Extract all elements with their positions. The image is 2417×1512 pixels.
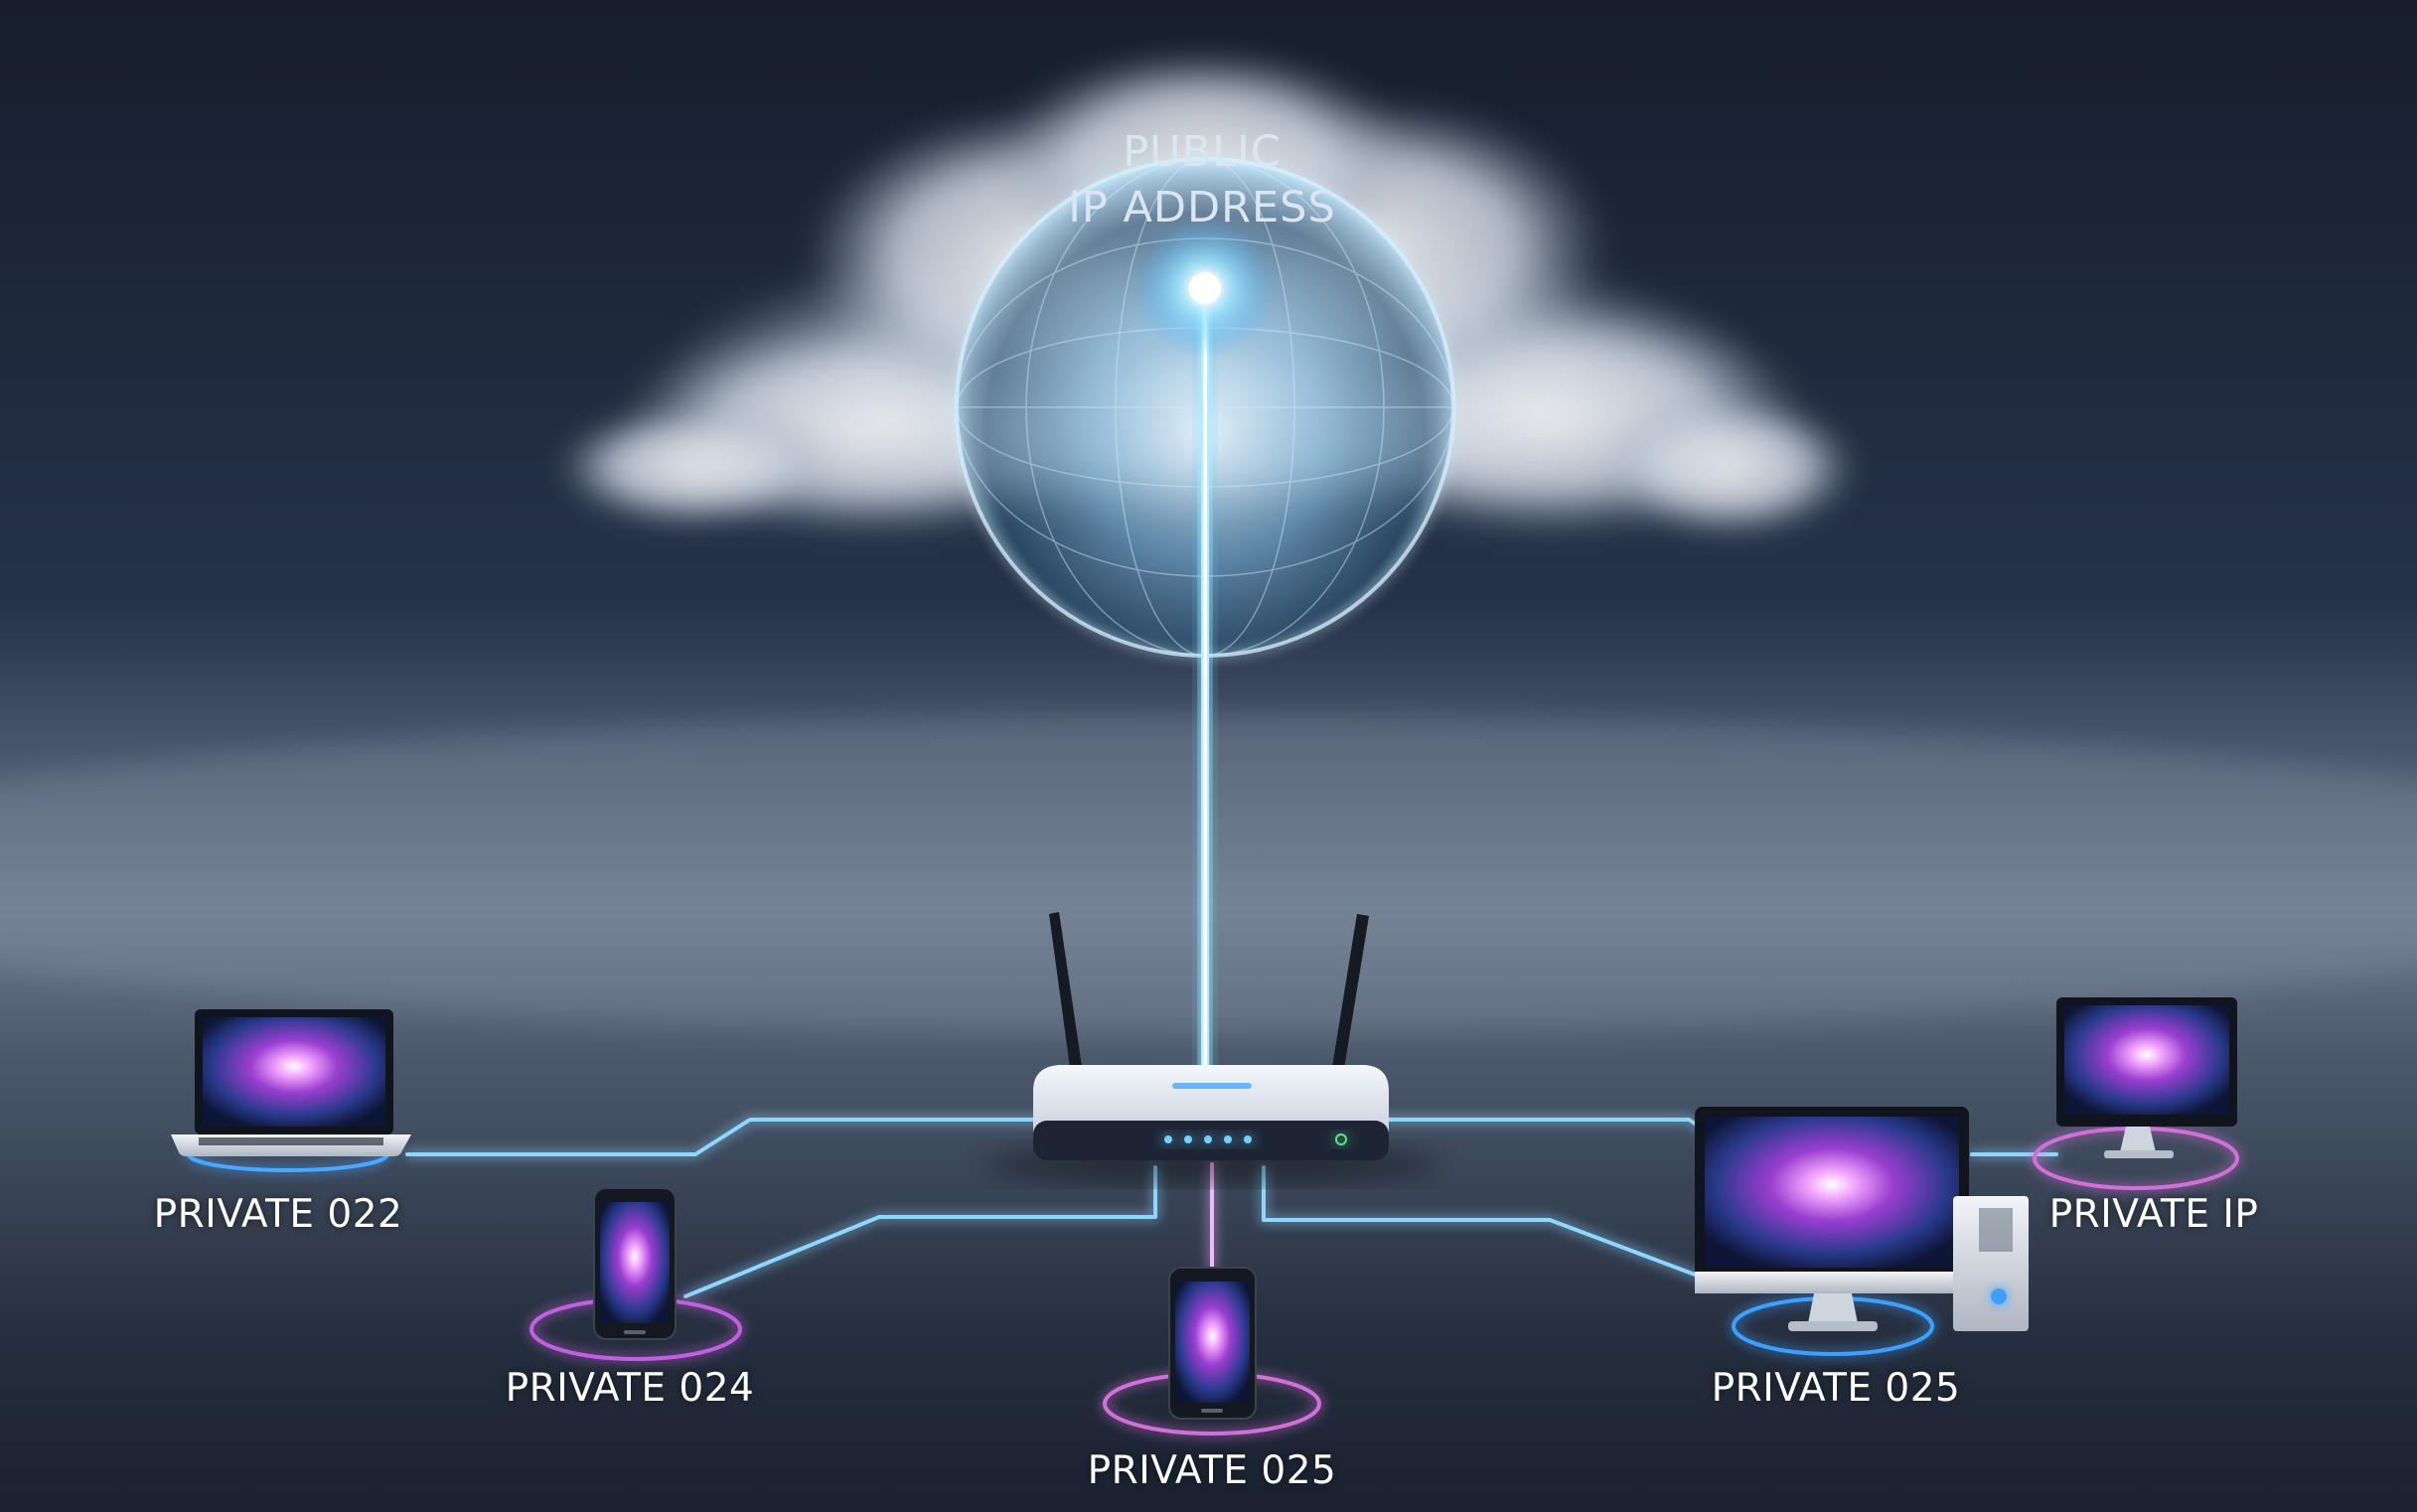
smartphone-icon: [1103, 1267, 1321, 1436]
router-icon: [983, 912, 1440, 1182]
computer-tower-icon: [1953, 1196, 2029, 1331]
router-led-indicators: [1164, 1134, 1347, 1145]
laptop-label: PRIVATE 022: [153, 1192, 403, 1237]
link-laptop: [405, 1118, 1045, 1156]
laptop-icon: [171, 1009, 411, 1172]
smartphone-icon: [529, 1187, 742, 1361]
phone-left-label: PRIVATE 024: [505, 1366, 755, 1411]
desktop-label: PRIVATE 025: [1711, 1366, 1961, 1411]
cloud-title-line1: PUBLIC: [1123, 127, 1282, 177]
cloud-title-line2: IP ADDRESS: [1068, 183, 1336, 232]
monitor-icon: [2033, 997, 2239, 1190]
desktop-computer-icon: [1695, 1107, 2029, 1356]
link-desktop: [1262, 1165, 1721, 1285]
link-phone-left: [683, 1165, 1157, 1298]
monitor-right-label: PRIVATE IP: [2048, 1192, 2259, 1237]
uplink-beam: [1135, 219, 1275, 1083]
phone-center-label: PRIVATE 025: [1087, 1448, 1337, 1493]
cloud-title: PUBLIC IP ADDRESS: [1068, 127, 1336, 232]
link-monitor-right: [1381, 1118, 1711, 1134]
